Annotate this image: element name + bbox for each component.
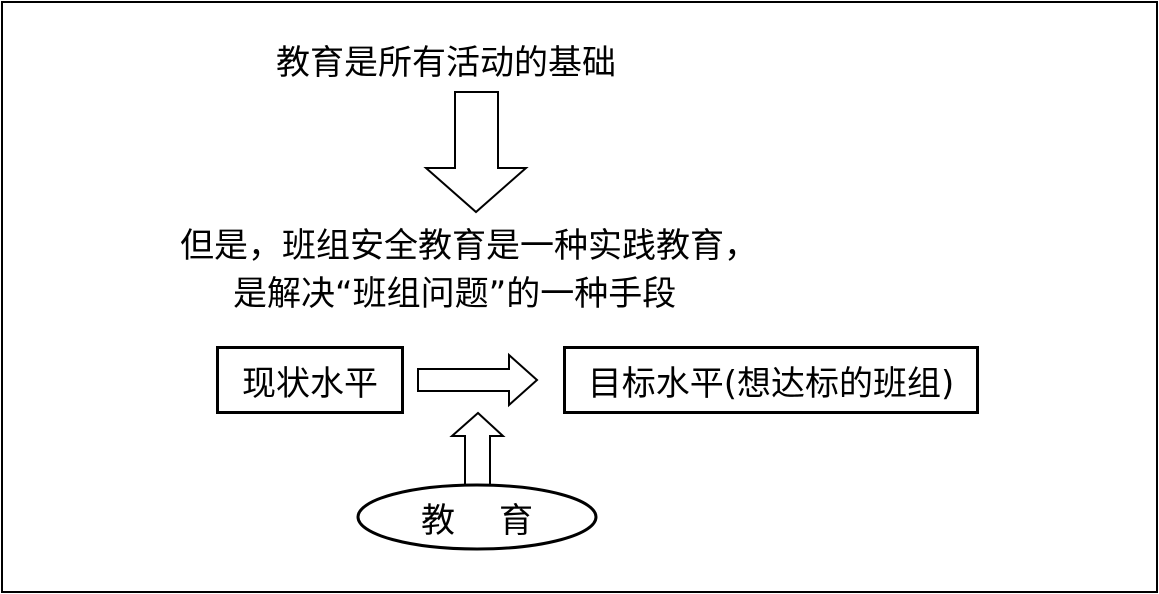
education-char-1: 教 — [421, 500, 455, 541]
top-statement: 教育是所有活动的基础 — [276, 43, 616, 83]
up-arrow-icon — [449, 411, 506, 486]
right-arrow-icon — [417, 352, 539, 408]
current-state-label: 现状水平 — [242, 363, 378, 404]
target-state-box: 目标水平(想达标的班组) — [563, 346, 979, 414]
statement-line-1: 但是，班组安全教育是一种实践教育， — [180, 226, 758, 266]
down-arrow-icon — [423, 91, 529, 214]
target-state-label: 目标水平(想达标的班组) — [587, 363, 955, 404]
education-ellipse — [356, 483, 598, 551]
current-state-box: 现状水平 — [216, 346, 404, 414]
education-char-2: 育 — [499, 500, 533, 541]
statement-line-2: 是解决“班组问题”的一种手段 — [233, 274, 677, 314]
education-node: 教 育 — [357, 484, 597, 550]
